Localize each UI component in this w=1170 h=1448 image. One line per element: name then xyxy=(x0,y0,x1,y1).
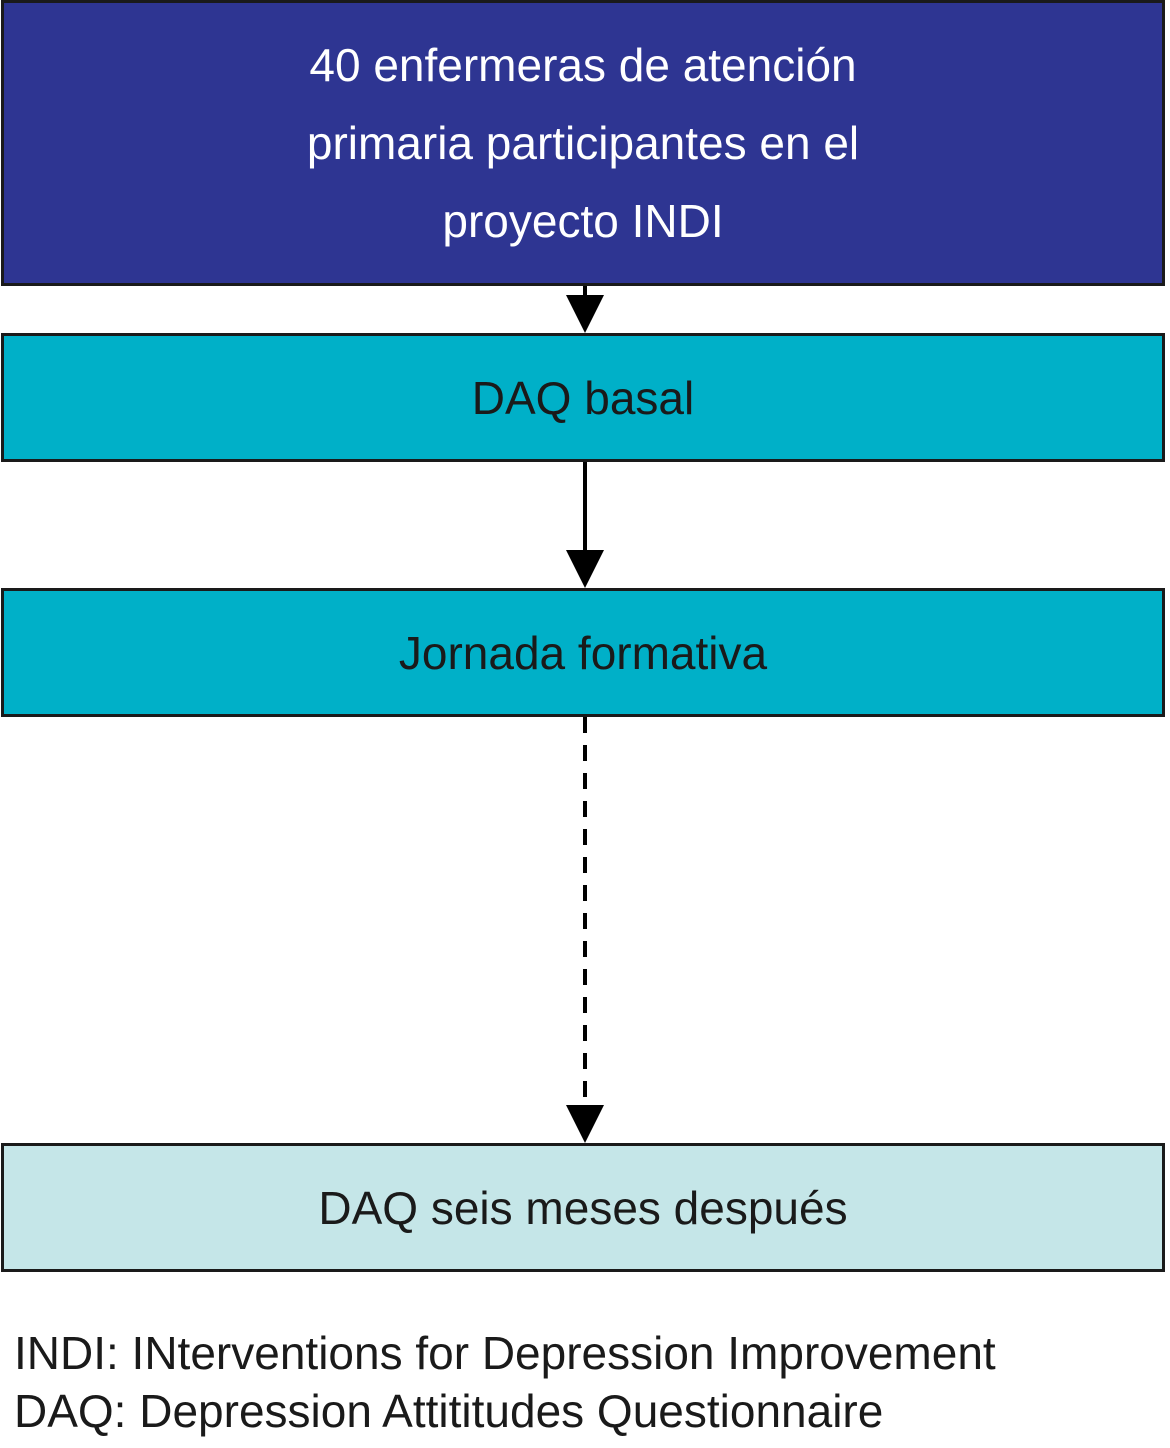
legend-indi: INDI: INterventions for Depression Impro… xyxy=(14,1327,996,1379)
node-participants: 40 enfermeras de atención primaria parti… xyxy=(1,0,1165,286)
node-participants-label: 40 enfermeras de atención primaria parti… xyxy=(306,39,860,247)
node-jornada-formativa-label: Jornada formativa xyxy=(398,626,768,679)
arrowhead-start-to-basal xyxy=(566,295,604,333)
legend-daq: DAQ: Depression Attititudes Questionnair… xyxy=(14,1385,884,1437)
node-jornada-formativa: Jornada formativa xyxy=(1,588,1165,717)
arrowhead-basal-to-jornada xyxy=(566,550,604,588)
node-daq-basal: DAQ basal xyxy=(1,333,1165,462)
node-daq-seis-meses-label: DAQ seis meses después xyxy=(318,1181,848,1234)
arrowhead-jornada-to-seis xyxy=(566,1105,604,1143)
node-daq-seis-meses: DAQ seis meses después xyxy=(1,1143,1165,1272)
node-daq-basal-label: DAQ basal xyxy=(471,371,695,424)
